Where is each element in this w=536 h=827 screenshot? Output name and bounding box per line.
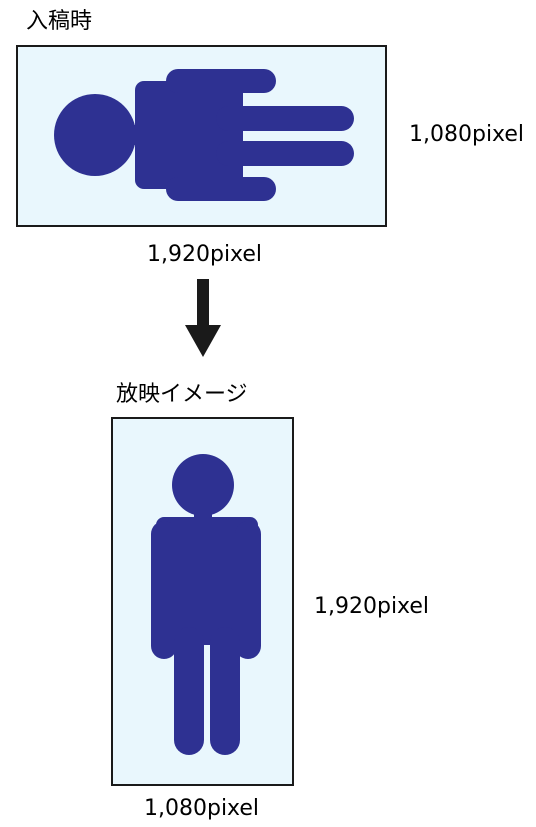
upload-height-label: 1,080pixel — [409, 122, 525, 147]
projection-title: 放映イメージ — [116, 382, 248, 407]
upload-frame — [16, 45, 387, 227]
projection-height-label: 1,920pixel — [314, 594, 430, 619]
upload-title: 入稿時 — [26, 9, 93, 34]
person-lying-icon — [54, 69, 354, 201]
projection-frame — [111, 417, 294, 786]
arrow-down-icon — [185, 279, 221, 357]
upload-width-label: 1,920pixel — [147, 242, 263, 267]
projection-width-label: 1,080pixel — [144, 796, 260, 821]
person-standing-icon — [151, 454, 261, 755]
